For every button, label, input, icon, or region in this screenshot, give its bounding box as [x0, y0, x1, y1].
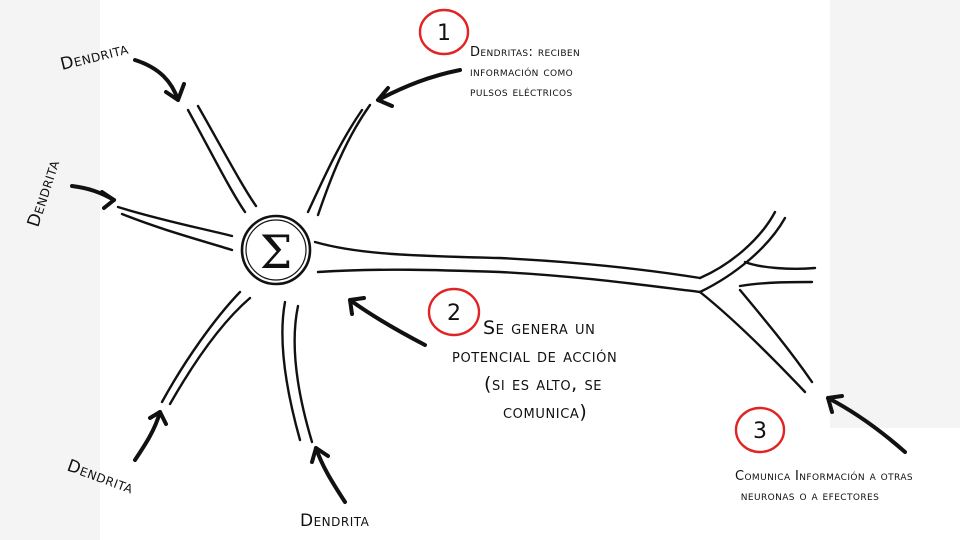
callout-2-line-1: Se genera un — [483, 317, 595, 339]
callout-1-circle — [418, 8, 470, 56]
axon — [313, 240, 702, 280]
callout-2-text: Se genera un potencial de acción (si es … — [452, 317, 617, 423]
arrow-dendrite-lower-left — [133, 410, 162, 462]
callout-3-text: Comunica Información a otras neuronas o … — [735, 469, 913, 504]
callout-1-text: Dendritas: reciben información como puls… — [470, 45, 580, 100]
blank-spot — [596, 128, 740, 272]
callout-2-line-3: (si es alto, se — [484, 373, 602, 395]
dendrite-left — [116, 205, 234, 238]
dendrite-lower-left — [160, 290, 242, 404]
axon-terminal-middle — [743, 260, 817, 270]
callout-3-circle — [734, 406, 786, 454]
callout-3-line-2: neuronas o a efectores — [741, 489, 879, 504]
callout-1-line-1: Dendritas: reciben — [470, 45, 580, 60]
callout-3-box — [692, 428, 960, 540]
axon-terminal-upper — [698, 210, 777, 280]
dendrite-lower — [281, 300, 302, 442]
number-circles — [418, 8, 786, 454]
sigma-symbol: Σ — [260, 225, 293, 279]
dendrite-top-right — [316, 103, 372, 217]
callout-2-number: 2 — [447, 301, 461, 326]
dendrite-label-bottom: Dendrita — [300, 511, 370, 531]
callout-3-number: 3 — [753, 419, 767, 444]
arrow-dendrite-top — [133, 58, 180, 102]
callout-1-line-3: pulsos eléctricos — [470, 85, 573, 100]
arrow-callout-1 — [376, 68, 462, 102]
axon-terminal-lower — [698, 290, 807, 394]
arrow-dendrite-lower — [314, 446, 347, 504]
dendrite-top-left — [186, 108, 247, 214]
arrow-callout-3 — [826, 396, 907, 454]
callout-3-line-1: Comunica Información a otras — [735, 469, 913, 484]
neuron-outline — [116, 103, 817, 444]
callout-2-line-2: potencial de acción — [452, 345, 617, 367]
soma — [240, 214, 312, 286]
callout-1-number: 1 — [437, 21, 451, 46]
arrow-callout-2 — [348, 298, 427, 347]
callout-2-circle — [427, 287, 481, 337]
callout-2-line-4: comunica) — [503, 401, 587, 423]
callout-1-line-2: información como — [470, 65, 573, 80]
arrows — [70, 58, 907, 504]
